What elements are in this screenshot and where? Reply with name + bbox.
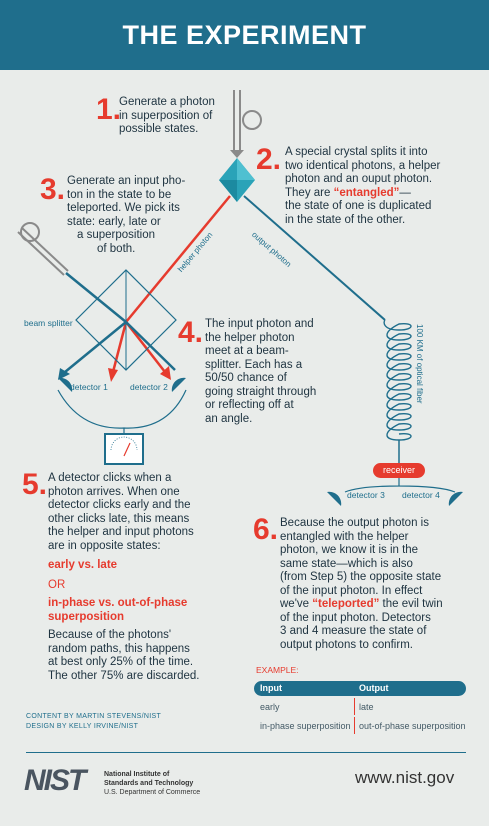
website-link[interactable]: www.nist.gov [355, 768, 455, 787]
helper-photon-path [108, 195, 231, 382]
crystal-icon [219, 158, 255, 202]
detector4-label: detector 4 [402, 490, 440, 500]
meter-icon [104, 428, 144, 465]
step6-number: 6. [253, 513, 279, 546]
table-row: early late [254, 696, 466, 715]
step5-or: OR [48, 579, 66, 591]
output-photon-path [243, 195, 456, 493]
detector4-icon [448, 491, 463, 506]
detector2-icon [171, 377, 186, 392]
step5-probability: Because of the photons'random paths, thi… [48, 629, 200, 682]
step3-text: Generate an input pho-ton in the state t… [67, 175, 186, 255]
step3-number: 3. [40, 173, 66, 206]
example-table: Input Output early late in-phase superpo… [254, 681, 466, 734]
step5-number: 5. [22, 468, 48, 501]
page-title: THE EXPERIMENT [122, 20, 367, 50]
table-row: in-phase superposition out-of-phase supe… [254, 715, 466, 734]
beam-splitter-label: beam splitter [24, 318, 73, 328]
receiver-badge: receiver [373, 463, 425, 478]
step4-number: 4. [178, 316, 204, 349]
beam-splitter-icon [75, 269, 177, 371]
detector1-label: detector 1 [70, 382, 108, 392]
header-banner: THE EXPERIMENT [0, 0, 489, 70]
step5-early-late: early vs. late [48, 559, 118, 571]
source-photon-icon [230, 90, 262, 158]
input-photon-path [17, 222, 176, 380]
detector1-icon [58, 377, 73, 392]
step2-number: 2. [256, 143, 282, 176]
detector-wire [57, 389, 187, 429]
nist-logo: NIST [24, 764, 86, 797]
detector2-label: detector 2 [130, 382, 168, 392]
step1-number: 1. [96, 93, 122, 126]
experiment-diagram [17, 90, 463, 506]
detector3-icon [327, 491, 342, 506]
table-header: Input Output [254, 681, 466, 696]
example-label: EXAMPLE: [256, 665, 299, 675]
fiber-label: 100 KM of optical fiber [415, 324, 424, 404]
footer-divider [26, 752, 466, 753]
detector3-label: detector 3 [347, 490, 385, 500]
